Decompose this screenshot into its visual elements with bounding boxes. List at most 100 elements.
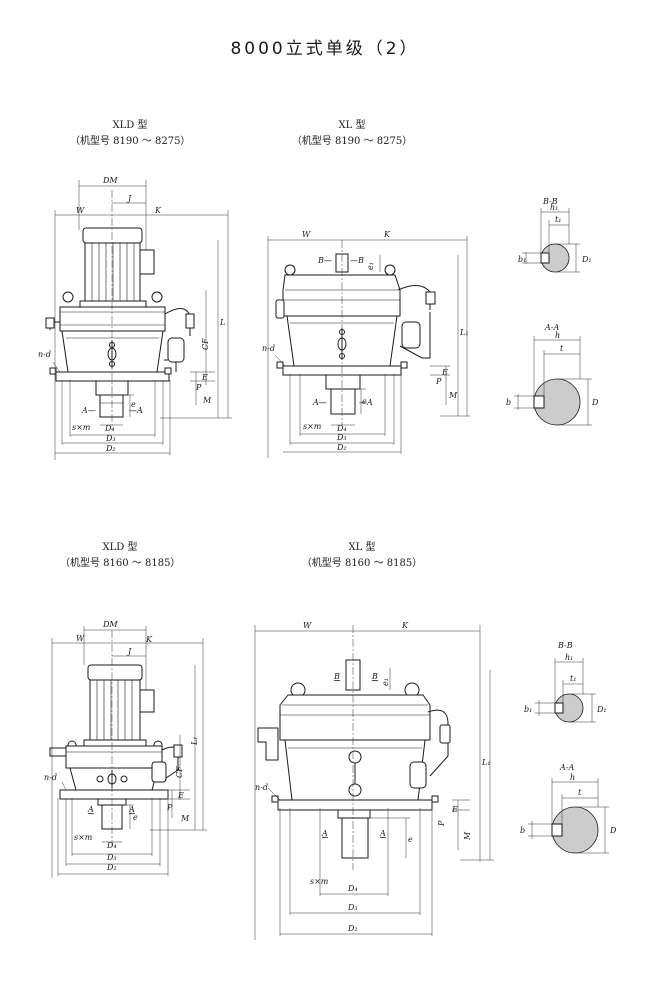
- oil-filter: [173, 744, 183, 758]
- label-e: E: [201, 373, 208, 382]
- label-b1: b₁: [524, 705, 532, 714]
- label-e1: e₁: [366, 262, 375, 270]
- label-aa: A-A: [544, 323, 559, 332]
- terminal-box: [139, 249, 155, 275]
- label-m: M: [463, 831, 472, 841]
- label-b1: b₁: [518, 255, 526, 264]
- label-l1: L₁: [481, 758, 491, 767]
- label-t1: t₁: [555, 215, 561, 224]
- lifting-eye: [384, 264, 396, 276]
- label-p: P: [435, 377, 442, 386]
- label-b: b: [520, 826, 525, 835]
- label-d4: D₄: [106, 841, 117, 850]
- label-dm: DM: [102, 176, 118, 185]
- label-h1: h₁: [565, 653, 573, 662]
- base-plate: [59, 789, 169, 800]
- breather: [275, 299, 285, 319]
- label-b-right: B: [371, 672, 378, 681]
- label-a-left: A: [321, 829, 328, 838]
- label-t: t: [560, 344, 564, 353]
- label-p: P: [166, 803, 173, 812]
- label-sxm: s×m: [310, 877, 329, 886]
- label-d: D: [591, 398, 599, 407]
- label-j: J: [126, 194, 132, 203]
- motor-fan-cover: [82, 227, 143, 244]
- label-bb: B-B: [542, 197, 558, 206]
- label-d4: D₄: [336, 424, 347, 433]
- label-sxm: s×m: [303, 422, 322, 431]
- lifting-eye: [284, 264, 296, 276]
- output-shaft: [330, 388, 356, 415]
- gear-housing-top: [65, 745, 163, 769]
- caption-range: （机型号 8190 ～ 8275）: [291, 136, 413, 147]
- label-w: W: [76, 634, 85, 643]
- caption-xld-bottom: XLD 型 （机型号 8160 ～ 8185）: [60, 540, 180, 572]
- label-e-small: e: [131, 400, 136, 409]
- housing-cover: [279, 694, 431, 741]
- label-h: h: [570, 773, 575, 782]
- motor-body: [89, 679, 141, 741]
- label-a-right: A: [128, 805, 135, 814]
- label-w: W: [302, 230, 311, 239]
- label-d2: D₂: [106, 863, 117, 872]
- housing-cover: [282, 274, 401, 317]
- label-e-small: e: [362, 397, 367, 406]
- label-b: b: [506, 398, 511, 407]
- label-d4: D₄: [347, 884, 358, 893]
- label-d3: D₃: [347, 903, 358, 912]
- label-l1: L₁: [459, 328, 469, 337]
- label-cf: CF: [201, 338, 210, 350]
- label-b-left: B: [333, 672, 340, 681]
- caption-range: （机型号 8160 ～ 8185）: [60, 558, 181, 569]
- caption-xl-top: XL 型 （机型号 8190 ～ 8275）: [287, 118, 417, 150]
- caption-model: XL 型: [348, 542, 376, 553]
- label-sxm: s×m: [72, 423, 91, 432]
- page-title: 8000立式单级（2）: [230, 39, 420, 59]
- label-sxm: s×m: [74, 833, 93, 842]
- label-cf: CF: [175, 766, 184, 778]
- caption-model: XLD 型: [112, 120, 148, 131]
- label-m: M: [202, 396, 212, 405]
- label-k: K: [154, 206, 162, 215]
- label-m: M: [180, 814, 190, 823]
- label-aa: A-A: [559, 763, 574, 772]
- oil-pump: [409, 761, 427, 789]
- label-nd: n-d: [38, 350, 51, 359]
- label-j: J: [126, 647, 132, 656]
- output-shaft: [99, 394, 124, 418]
- shaft-collar: [325, 374, 361, 390]
- section-bb-bottom: B-B h₁ t₁ b₁ D₁: [524, 641, 607, 723]
- section-aa-top: A-A h t b D: [506, 323, 599, 426]
- label-k: K: [401, 621, 409, 630]
- label-nd: n-d: [262, 344, 275, 353]
- caption-xld-top: XLD 型 （机型号 8190 ～ 8275）: [70, 118, 190, 150]
- label-h1: h₁: [550, 203, 558, 212]
- label-d3: D₃: [336, 433, 347, 442]
- label-w: W: [76, 206, 85, 215]
- label-e: E: [441, 368, 448, 377]
- label-p: P: [437, 820, 446, 827]
- label-t1: t₁: [570, 674, 576, 683]
- label-t: t: [578, 788, 582, 797]
- xl-drawing-bottom: W K B B e₁ L₁ n-d P E M e A A s×m D₄ D₃ …: [254, 621, 494, 940]
- caption-range: （机型号 8160 ～ 8185）: [301, 558, 423, 569]
- motor-flange: [79, 300, 147, 308]
- label-d2: D₂: [336, 443, 347, 452]
- label-w: W: [303, 621, 312, 630]
- label-d1: D₁: [596, 705, 607, 714]
- oil-filter: [439, 724, 451, 744]
- label-dm: DM: [102, 620, 118, 629]
- label-d2: D₂: [105, 444, 116, 453]
- output-shaft: [341, 817, 369, 859]
- terminal-box: [139, 689, 155, 713]
- caption-range: （机型号 8190 ～ 8275）: [70, 136, 191, 147]
- xl-drawing-top: W K B— —B e₁ L₁ n-d P E M e A— —A s×m D₄…: [262, 230, 470, 458]
- lifting-eye: [151, 291, 163, 303]
- breather: [45, 317, 55, 329]
- label-d3: D₃: [106, 853, 117, 862]
- gear-housing-top: [59, 306, 166, 332]
- label-d3: D₃: [105, 434, 116, 443]
- label-a-right: A: [379, 829, 386, 838]
- label-bb: B-B: [557, 641, 573, 650]
